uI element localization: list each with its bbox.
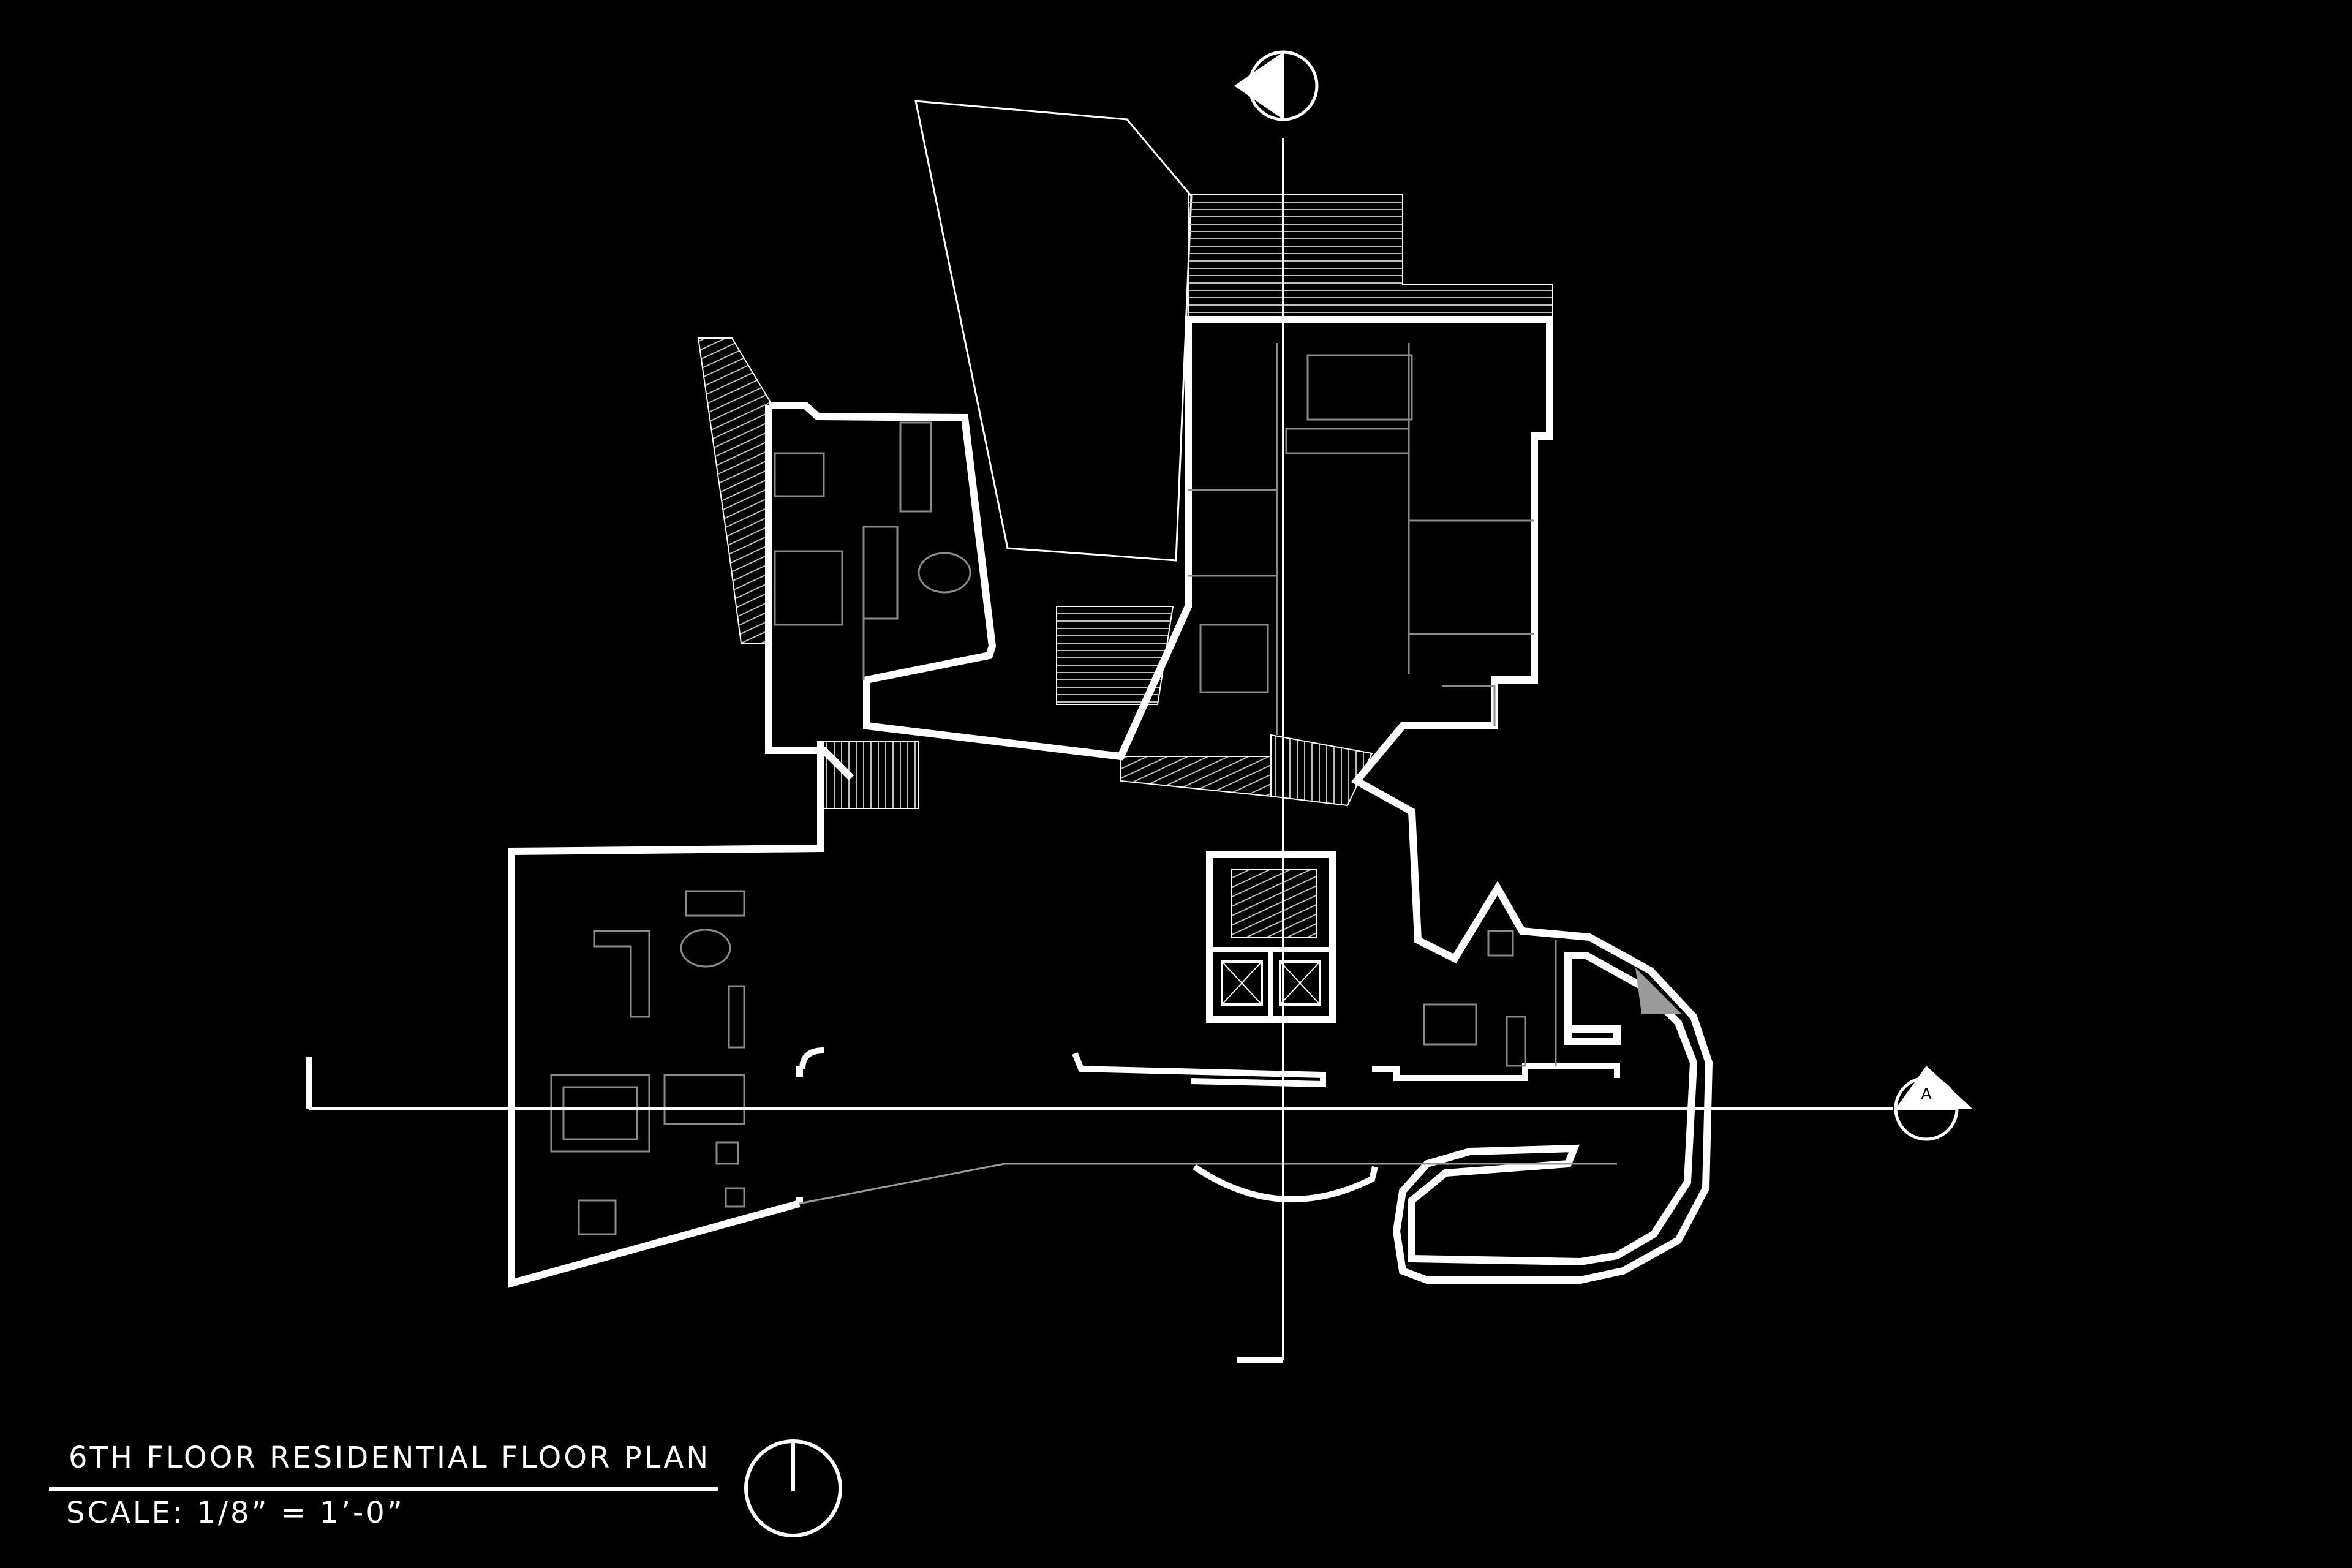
corridor-arc — [799, 1047, 824, 1069]
east-wing-fixtures — [1423, 930, 1557, 1067]
exterior-wall — [508, 316, 1713, 1288]
title-underline — [49, 1487, 718, 1491]
corridor-north-wall — [1072, 1052, 1326, 1088]
corridor-east-wall — [1372, 1063, 1620, 1081]
section-marker-b: B — [1234, 50, 1319, 121]
section-line-a — [306, 1057, 1893, 1110]
west-stair-hatch — [823, 741, 919, 809]
elevator-core — [1206, 851, 1336, 1023]
section-marker-a: A — [1894, 1066, 1972, 1141]
west-balcony-hatch — [697, 337, 773, 644]
roof-terrace-outline — [914, 100, 1193, 562]
corridor-south-curve — [1193, 1164, 1378, 1203]
east-wing-grey-wedge — [1635, 968, 1681, 1014]
corridor-thin-south — [799, 1163, 1617, 1205]
north-arrow-icon — [744, 1439, 842, 1537]
north-balcony-hatch — [1188, 194, 1553, 322]
corridor-ramp-hatch — [1120, 756, 1272, 797]
section-marker-b-label: B — [1289, 61, 1300, 79]
west-unit-fixtures — [774, 421, 971, 680]
east-units-interior — [1188, 343, 1534, 735]
section-marker-a-label: A — [1921, 1085, 1932, 1104]
section-line-b — [1237, 138, 1284, 1363]
stair-landing-hatch — [1270, 734, 1373, 807]
southwest-unit-fixtures — [550, 890, 745, 1235]
drawing-title: 6TH FLOOR RESIDENTIAL FLOOR PLAN — [69, 1441, 711, 1475]
drawing-scale: SCALE: 1/8” = 1’-0” — [66, 1496, 405, 1530]
inner-balcony-hatch — [1056, 606, 1174, 705]
